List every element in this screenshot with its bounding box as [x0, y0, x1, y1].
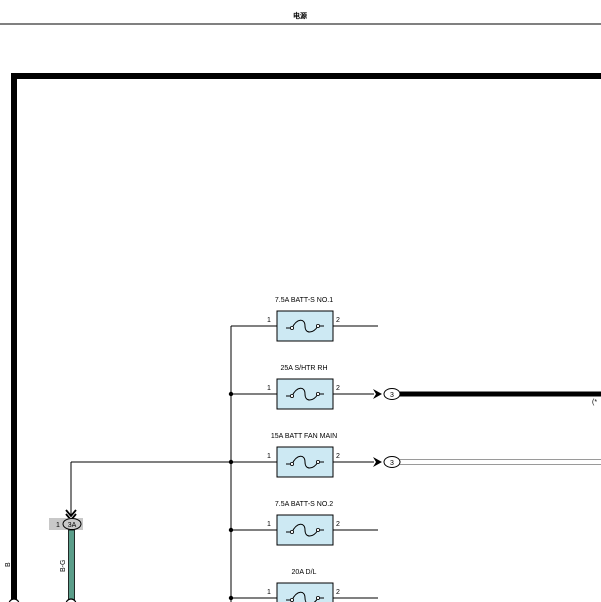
fuse-element-icon	[286, 455, 324, 469]
fuse-pin-right: 2	[336, 385, 340, 392]
connector-tag	[383, 456, 401, 468]
arrow-icon	[373, 457, 382, 467]
fuse-batt-fan-main: 15A BATT FAN MAIN 1 2 3	[228, 433, 601, 478]
left-connector-code: 3A	[68, 522, 77, 529]
fuse-label: 15A BATT FAN MAIN	[271, 433, 337, 440]
left-connector-pin: 1	[56, 522, 60, 529]
arrow-icon	[373, 389, 382, 399]
fuse-pin-left: 1	[267, 453, 271, 460]
left-connector-tag	[62, 518, 82, 530]
fuse-d-l: 20A D/L 1 2	[228, 569, 378, 602]
main-wire-color-label: B	[5, 562, 12, 567]
left-wire-color-label: B-G	[60, 560, 67, 572]
fuse-label: 7.5A BATT-S NO.1	[275, 297, 333, 304]
main-battery-wire	[11, 73, 601, 602]
fuse-pin-right: 2	[336, 521, 340, 528]
bg-wire-connector	[65, 598, 77, 602]
fuse-label: 25A S/HTR RH	[280, 365, 327, 372]
fuse-pin-right: 2	[336, 317, 340, 324]
fuse-batt-s-no2: 7.5A BATT-S NO.2 1 2	[228, 501, 378, 546]
fuse-pin-left: 1	[267, 385, 271, 392]
fuse-element-icon	[286, 387, 324, 401]
fuse-pin-left: 1	[267, 521, 271, 528]
fuse-label: 7.5A BATT-S NO.2	[275, 501, 333, 508]
connector-number: 3	[390, 392, 394, 399]
fuse-batt-s-no1: 7.5A BATT-S NO.1 1 2	[231, 297, 378, 342]
fuse-pin-left: 1	[267, 589, 271, 596]
bg-wire	[68, 529, 75, 602]
connector-number: 3	[390, 460, 394, 467]
fuse-element-icon	[286, 523, 324, 537]
fuse-element-icon	[286, 319, 324, 333]
page-title: 电源	[293, 11, 307, 20]
right-note: (*	[592, 399, 597, 406]
fuse-pin-right: 2	[336, 589, 340, 596]
fuse-pin-right: 2	[336, 453, 340, 460]
main-wire-connector	[8, 598, 20, 602]
fuse-pin-left: 1	[267, 317, 271, 324]
fuse-s-htr-rh: 25A S/HTR RH 1 2 3 (*	[228, 365, 601, 410]
fuse-label: 20A D/L	[292, 569, 317, 576]
